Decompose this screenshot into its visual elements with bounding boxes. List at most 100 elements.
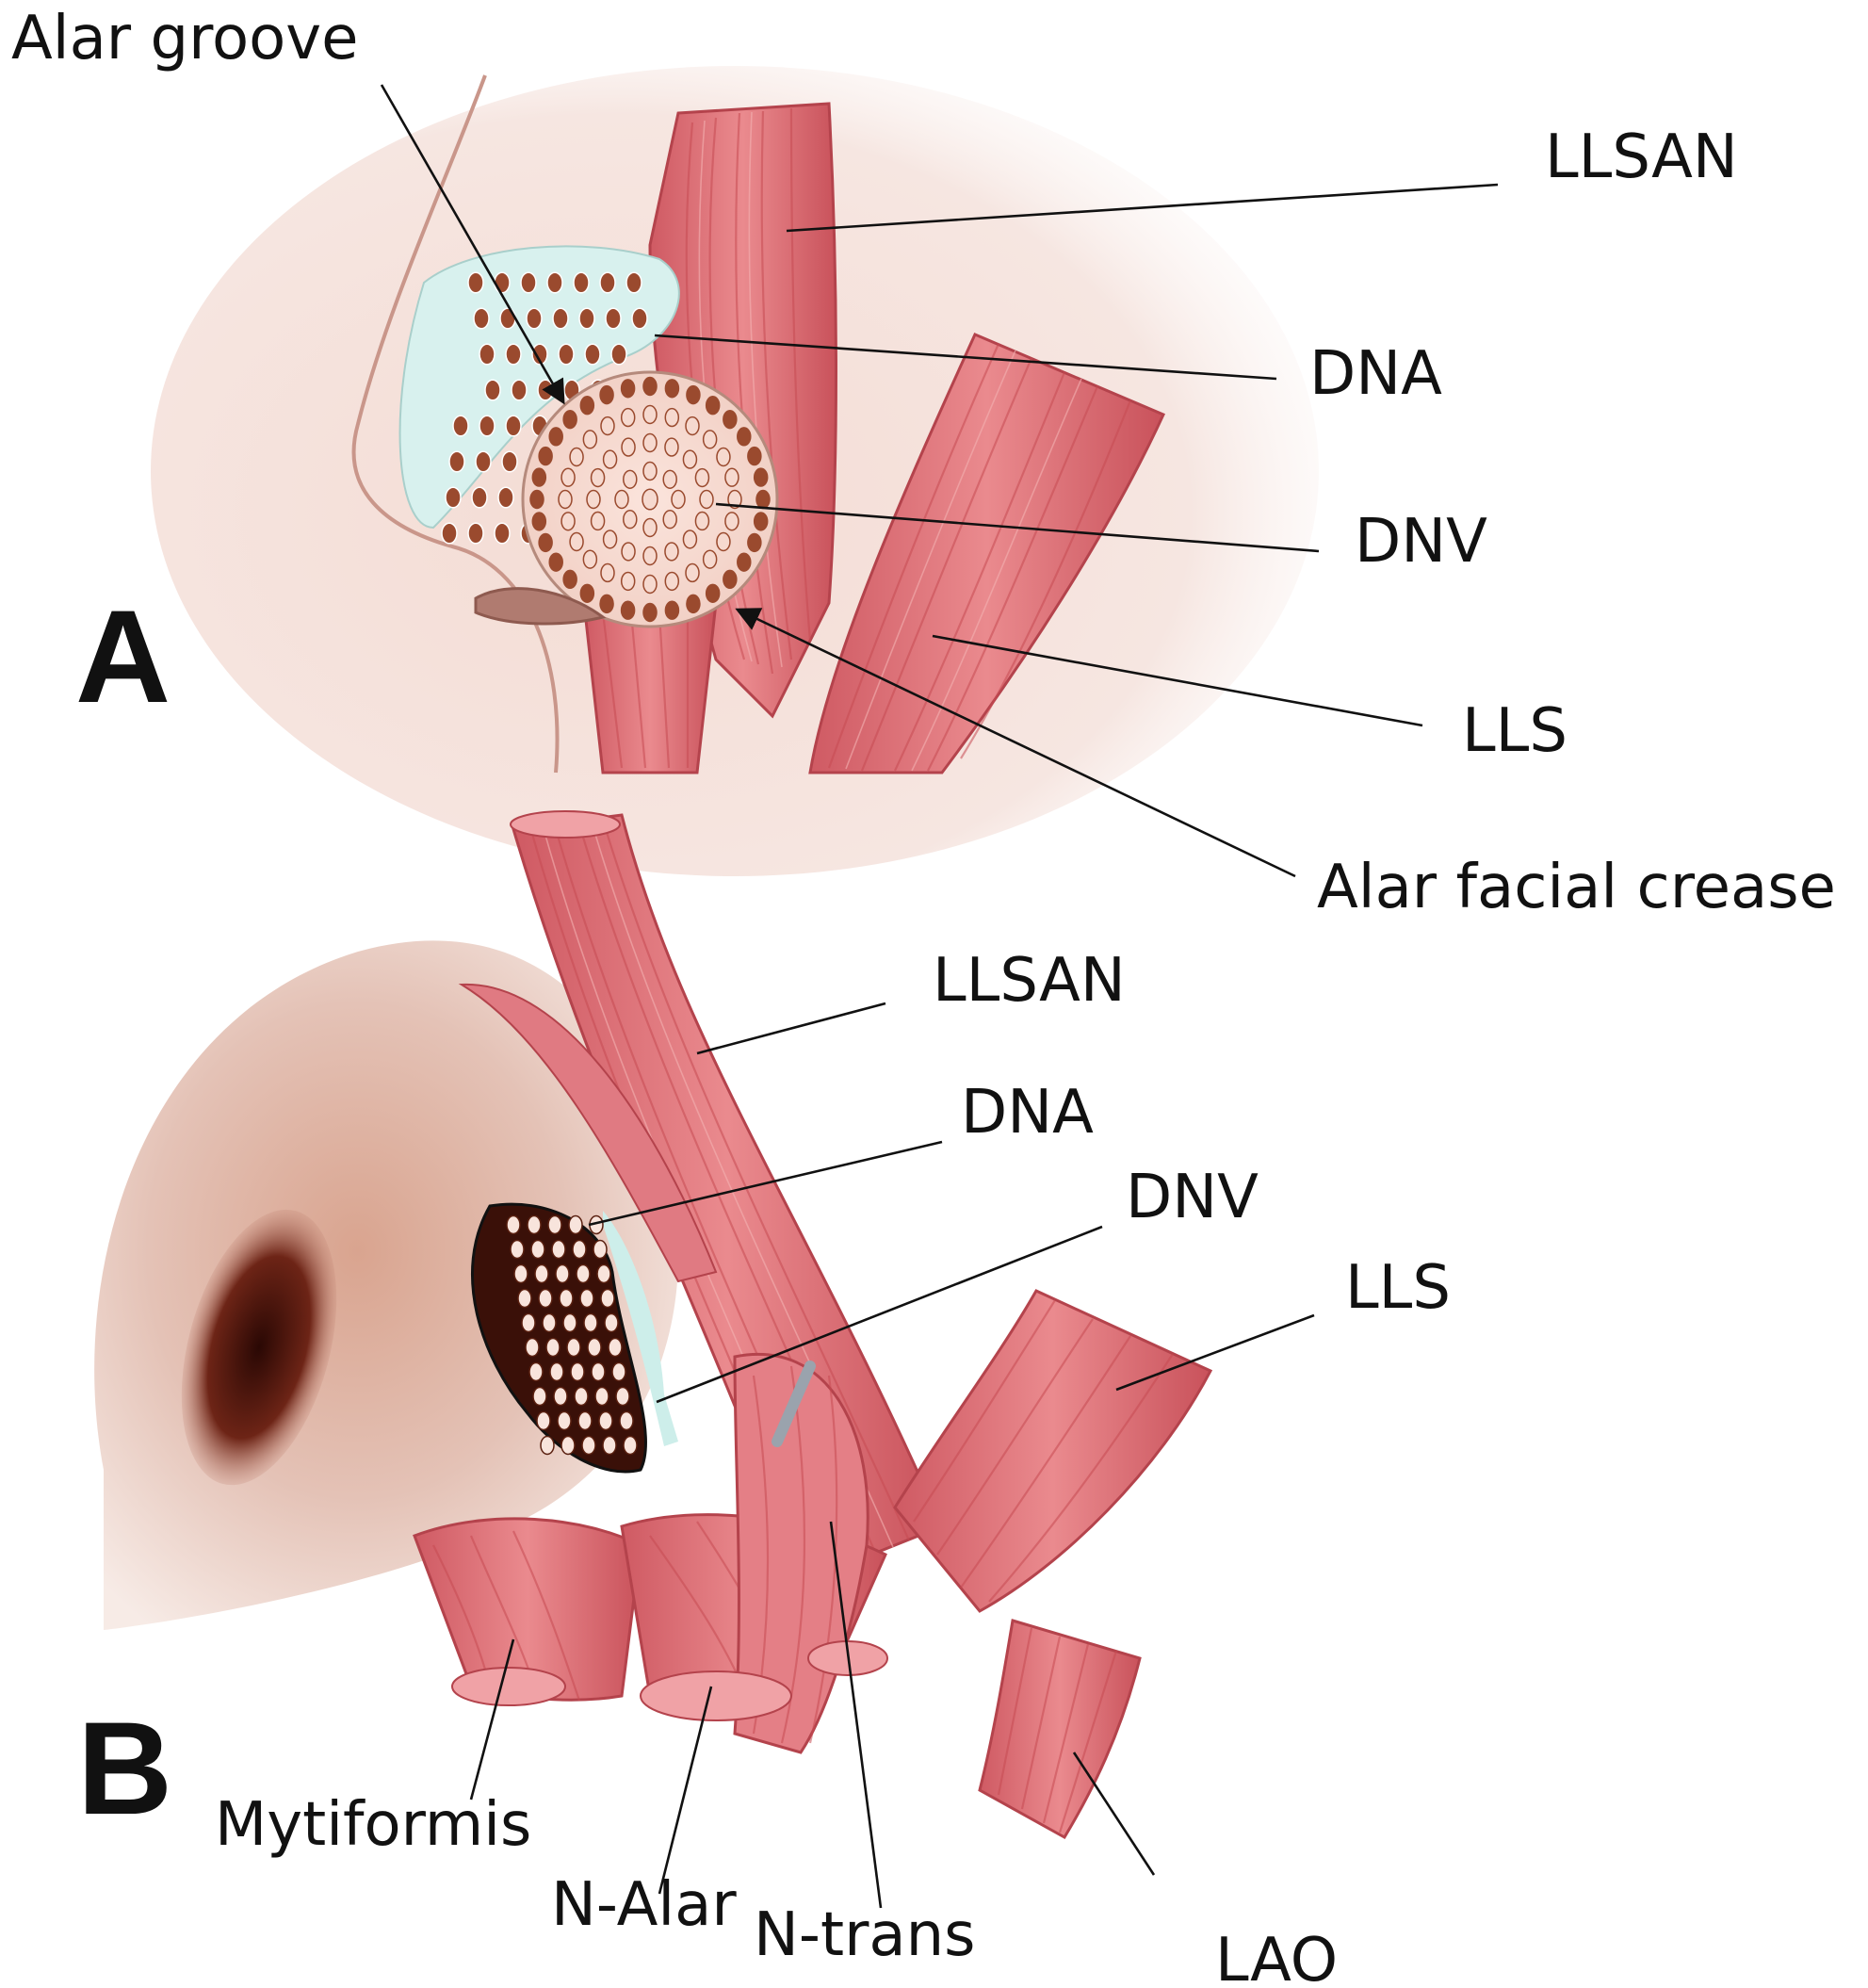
- pore-dot: [664, 571, 680, 592]
- pore-dot: [599, 384, 614, 405]
- label-a-dna: DNA: [1309, 339, 1442, 409]
- pore-dot: [621, 542, 636, 562]
- pore-dot: [642, 461, 658, 481]
- pore-dot: [702, 549, 718, 569]
- leader-a-alar-facial-crease: [735, 608, 1296, 878]
- pore-dot: [581, 1435, 596, 1456]
- pore-dot: [623, 1435, 638, 1456]
- pore-dot: [577, 1410, 593, 1431]
- pore-dot: [499, 307, 516, 330]
- pore-dot: [621, 437, 636, 457]
- pore-dot: [664, 379, 680, 399]
- panel-b-letter: B: [77, 1694, 172, 1842]
- leader-b-dna: [588, 1140, 943, 1227]
- pore-dot: [573, 271, 590, 294]
- pore-dot: [682, 530, 698, 549]
- pore-dot: [536, 1410, 551, 1431]
- pore-dot: [479, 415, 495, 437]
- pore-dot: [724, 467, 739, 487]
- pore-dot: [569, 447, 584, 467]
- pore-dot: [582, 549, 598, 569]
- leader-b-n-trans: [829, 1521, 883, 1909]
- label-a-dnv: DNV: [1355, 507, 1487, 577]
- pore-dot: [600, 562, 615, 583]
- pore-dot: [568, 1214, 583, 1235]
- pore-dot: [471, 486, 488, 509]
- pore-dot: [602, 1435, 617, 1456]
- pore-dot: [583, 1312, 598, 1333]
- pore-dot: [560, 467, 576, 487]
- pore-dot: [552, 307, 569, 330]
- pore-dot: [579, 396, 595, 416]
- pore-dot: [475, 450, 492, 473]
- pore-dot: [671, 489, 686, 510]
- pore-dot: [505, 343, 522, 366]
- pore-dot: [555, 1263, 570, 1284]
- pore-dot: [642, 546, 658, 566]
- panel-b-lower-bundles: [413, 1353, 888, 1754]
- pore-dot: [662, 510, 677, 530]
- label-b-dnv: DNV: [1126, 1163, 1259, 1232]
- pore-dot: [694, 467, 710, 488]
- pore-dot: [664, 407, 680, 428]
- label-a-llsan: LLSAN: [1545, 122, 1738, 192]
- pore-dot: [558, 343, 575, 366]
- pore-dot: [528, 1361, 544, 1382]
- pore-dot: [521, 1312, 536, 1333]
- leader-a-lls: [932, 634, 1423, 727]
- panel-b-dna-dnv-dots: [506, 1214, 638, 1456]
- pore-dot: [602, 449, 618, 469]
- pore-dot: [705, 396, 721, 416]
- pore-dot: [538, 1288, 553, 1309]
- pore-dot: [753, 467, 769, 487]
- pore-dot: [705, 583, 721, 603]
- pore-dot: [540, 1435, 555, 1456]
- leader-b-lls: [1115, 1313, 1315, 1392]
- pore-dot: [479, 343, 495, 366]
- pore-dot: [537, 379, 554, 401]
- pore-dot: [642, 404, 658, 425]
- pore-dot: [510, 1239, 525, 1260]
- pore-dot: [570, 1361, 585, 1382]
- pore-dot: [452, 415, 469, 437]
- pore-dot: [494, 522, 511, 545]
- pore-dot: [615, 1386, 630, 1407]
- pore-dot: [587, 1337, 602, 1358]
- pore-dot: [473, 307, 490, 330]
- pore-dot: [484, 379, 501, 401]
- pore-dot: [599, 271, 616, 294]
- pore-dot: [686, 384, 701, 405]
- pore-dot: [737, 427, 752, 447]
- pore-dot: [517, 1288, 532, 1309]
- pore-dot: [605, 307, 622, 330]
- pore-dot: [546, 271, 563, 294]
- pore-dot: [467, 522, 484, 545]
- pore-dot: [747, 446, 762, 466]
- pore-dot: [716, 531, 731, 552]
- pore-dot: [727, 489, 742, 510]
- pore-dot: [590, 467, 606, 488]
- pore-dot: [682, 449, 698, 469]
- pore-dot: [620, 600, 636, 620]
- pore-dot: [631, 307, 648, 330]
- pore-dot: [534, 1263, 549, 1284]
- panel-b: LLSAN DNA DNV LLS Mytiformis N-Alar N-tr…: [77, 810, 1451, 1988]
- pore-dot: [531, 343, 548, 366]
- panel-a-nostril: [474, 587, 607, 626]
- pore-dot: [664, 600, 680, 620]
- leader-b-n-alar: [658, 1686, 713, 1895]
- label-b-llsan: LLSAN: [933, 946, 1126, 1016]
- leader-a-dna: [654, 334, 1277, 381]
- pore-dot: [642, 488, 658, 511]
- pore-dot: [593, 1239, 608, 1260]
- pore-dot: [610, 343, 627, 366]
- pore-dot: [600, 1288, 615, 1309]
- pore-dot: [582, 430, 598, 449]
- leader-a-llsan: [786, 183, 1499, 233]
- pore-dot: [724, 512, 739, 531]
- leader-b-mytiformis: [469, 1638, 515, 1801]
- pore-dot: [553, 1386, 568, 1407]
- pore-dot: [642, 376, 658, 397]
- leader-b-dnv: [656, 1225, 1103, 1404]
- pore-dot: [598, 1410, 613, 1431]
